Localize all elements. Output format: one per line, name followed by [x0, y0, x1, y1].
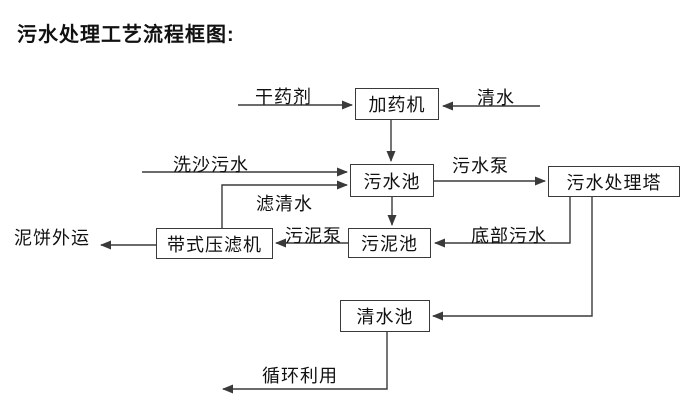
node-wastewater-pool: 污水池 [350, 164, 434, 197]
node-clean-water-pool: 清水池 [340, 300, 430, 332]
flow-label-sludge-pump: 污泥泵 [285, 226, 342, 246]
node-wastewater-treatment-tower: 污水处理塔 [548, 166, 680, 197]
flow-label-filtered-water: 滤清水 [256, 194, 313, 214]
node-dosing-machine: 加药机 [355, 88, 439, 120]
edge-treatment-tower-to-clean-water-pool [432, 197, 593, 321]
node-belt-filter-press: 带式压滤机 [156, 228, 273, 259]
node-belt-filter-press-label: 带式压滤机 [167, 234, 262, 255]
node-sludge-pool: 污泥池 [348, 228, 431, 258]
flow-label-clean-water: 清水 [477, 88, 515, 108]
node-dosing-machine-label: 加药机 [368, 95, 426, 115]
flow-label-recycle-use: 循环利用 [262, 366, 338, 386]
flow-label-wastewater-pump: 污水泵 [452, 156, 509, 176]
node-wastewater-pool-label: 污水池 [363, 171, 421, 192]
node-sludge-pool-label: 污泥池 [361, 234, 418, 254]
diagram-title: 污水处理工艺流程框图: [17, 24, 235, 46]
node-wastewater-treatment-tower-label: 污水处理塔 [566, 172, 662, 193]
flow-label-mud-cake-outbound: 泥饼外运 [14, 228, 90, 248]
node-clean-water-pool-label: 清水池 [356, 307, 414, 327]
flow-label-dry-chemical: 干药剂 [255, 87, 312, 107]
flow-label-sand-washing-wastewater: 洗沙污水 [173, 155, 249, 175]
flow-label-bottom-wastewater: 底部污水 [471, 226, 547, 246]
